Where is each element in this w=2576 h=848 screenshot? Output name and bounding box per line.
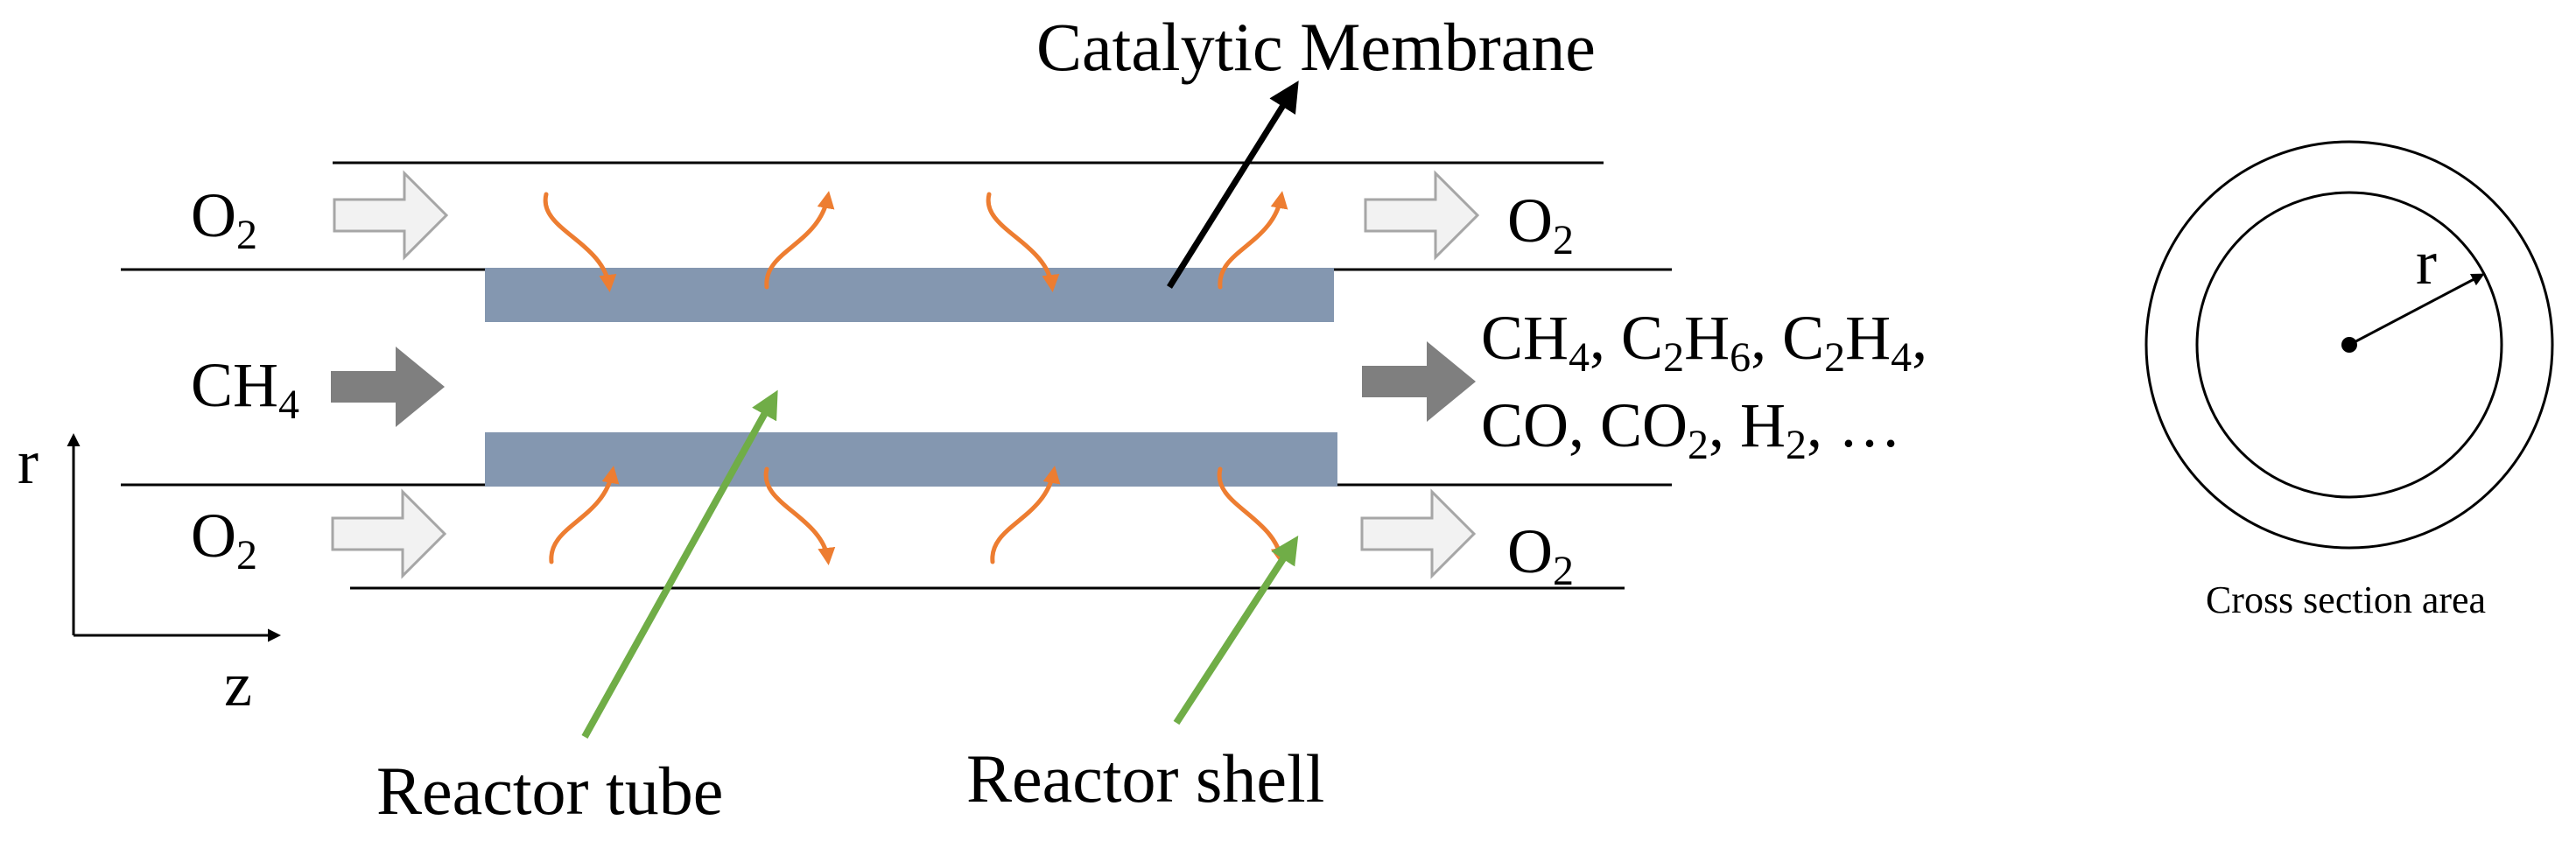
coordinate-axes [67, 433, 281, 642]
catalytic-membrane-label: Catalytic Membrane [1036, 9, 1596, 85]
cross-section-inner-circle [2195, 191, 2503, 499]
oxygen-flux-arrow [549, 466, 620, 564]
cross-section-label: Cross section area [2206, 578, 2486, 621]
outlet-top-species: O2 [1507, 186, 1574, 263]
reactor-shell-label: Reactor shell [966, 740, 1324, 816]
reactor-shell-pointer [1173, 535, 1299, 725]
membrane-bottom [485, 432, 1337, 487]
products-line-2: CO, CO2, H2, … [1481, 390, 1901, 468]
membrane-top [485, 268, 1334, 322]
oxygen-inlet-top-arrow [333, 170, 449, 261]
reactor-tube-pointer [581, 389, 778, 739]
axis-r-label: r [18, 427, 39, 497]
oxygen-flux-arrow [764, 191, 835, 290]
methane-feed-arrow [331, 347, 445, 427]
radius-label: r [2416, 228, 2437, 298]
radius-arrow [2348, 273, 2485, 347]
inlet-bottom-species: O2 [191, 501, 257, 578]
inlet-top-species: O2 [191, 180, 257, 258]
oxygen-flux-arrow [543, 192, 617, 292]
inlet-mid-species: CH4 [191, 350, 299, 428]
oxygen-flux-arrow [990, 466, 1061, 564]
reactor-tube-label: Reactor tube [376, 753, 723, 829]
outlet-bottom-species: O2 [1507, 516, 1574, 594]
products-line-1: CH4, C2H6, C2H4, [1481, 303, 1927, 381]
catalytic-membrane-pointer [1167, 81, 1299, 289]
oxygen-flux-arrow [763, 466, 836, 565]
oxygen-flux-arrow [1218, 191, 1288, 290]
axis-z-label: z [224, 649, 252, 719]
cross-section [2144, 140, 2554, 550]
product-outlet-arrow [1362, 341, 1476, 422]
oxygen-flux-arrow [986, 192, 1060, 292]
oxygen-outlet-top-arrow [1364, 170, 1480, 261]
cross-section-outer-circle [2144, 140, 2554, 550]
oxygen-outlet-bottom-arrow [1360, 488, 1477, 579]
oxygen-inlet-bottom-arrow [331, 488, 447, 579]
